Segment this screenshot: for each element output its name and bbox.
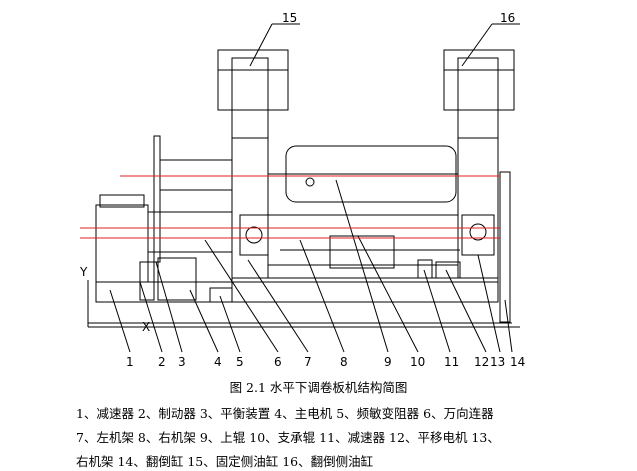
legend-line-2: 7、左机架 8、右机架 9、上辊 10、支承辊 11、减速器 12、平移电机 1… [76,430,500,445]
left-bearing-hole [245,226,263,244]
left-bearing [239,214,269,256]
right-cylinder-16 [443,49,515,111]
right-cylinder-rod-16 [457,109,499,139]
support-roll [267,214,459,266]
right-bearing-hole [469,223,487,241]
rheostat-5 [209,287,233,303]
y-axis-label: Y [79,265,88,279]
tilting-cylinder-14 [499,171,511,323]
left-cylinder-rod-15 [231,109,269,139]
left-cylinder-15 [217,49,289,111]
legend-line-1: 1、减速器 2、制动器 3、平衡装置 4、主电机 5、频敏变阻器 6、万向连器 [76,406,494,421]
right-bearing [461,214,495,256]
callout-8: 8 [340,355,348,369]
callout-9: 9 [384,355,392,369]
callout-16: 16 [500,11,515,25]
left-column [231,57,269,279]
upper-roll-center [305,177,315,187]
right-column [457,57,499,279]
coupling-6 [147,211,233,253]
callout-10: 10 [410,355,425,369]
callout-5: 5 [236,355,244,369]
legend-line-3: 右机架 14、翻倒缸 15、固定侧油缸 16、翻倒侧油缸 [76,454,374,469]
callout-14: 14 [510,355,525,369]
callout-2: 2 [158,355,166,369]
balance-rod-3 [153,135,161,263]
callout-15: 15 [282,11,297,25]
figure-caption: 图 2.1 水平下调卷板机结构简图 [229,380,408,395]
base-frame [95,281,499,303]
callout-12: 12 [474,355,489,369]
support-roll-inner [329,235,395,269]
reducer-11 [417,259,433,279]
callout-1: 1 [126,355,134,369]
callout-11: 11 [444,355,459,369]
reducer-1-top [99,194,145,208]
callout-3: 3 [178,355,186,369]
balance-device-3 [159,159,233,191]
brake-2 [139,261,155,301]
callout-6: 6 [274,355,282,369]
main-motor-4 [157,257,197,301]
callout-7: 7 [304,355,312,369]
x-axis-label: X [142,320,150,334]
callout-13: 13 [490,355,505,369]
callout-4: 4 [214,355,222,369]
roll-bending-machine-drawing: Y X 1 2 3 4 5 6 7 8 9 10 11 12 13 14 15 … [79,11,525,369]
shift-motor-12 [435,261,461,279]
